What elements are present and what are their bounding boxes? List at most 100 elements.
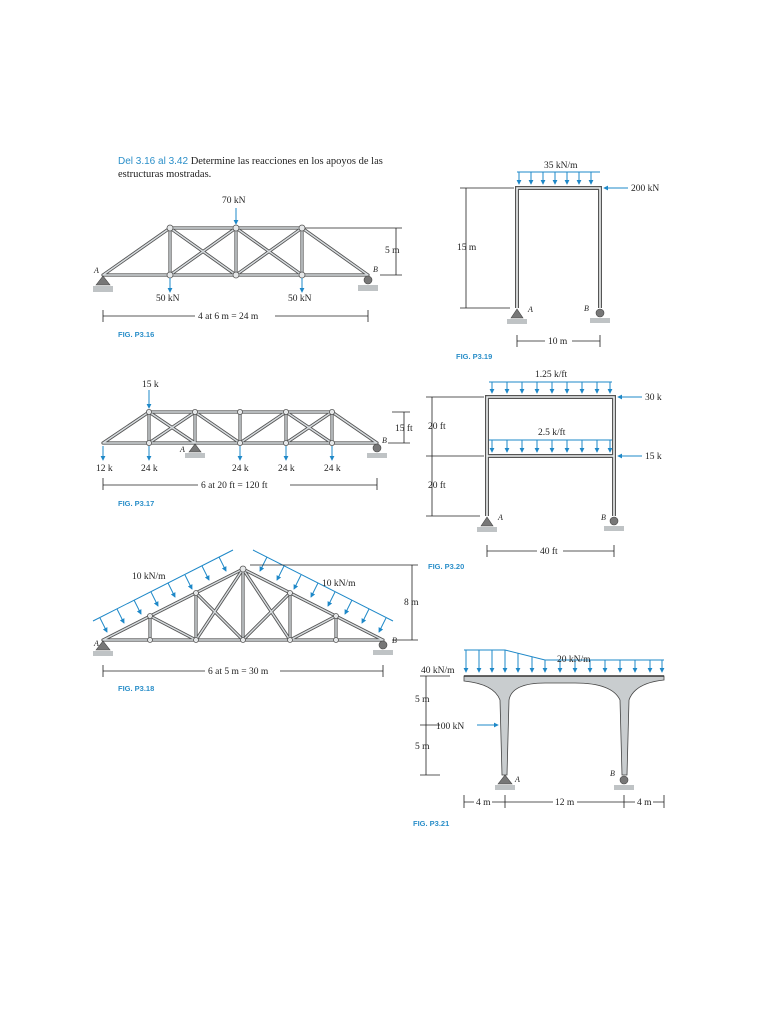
load-17-1: 12 k xyxy=(96,464,113,474)
support-21-a xyxy=(495,774,515,790)
support-19-b xyxy=(590,308,610,323)
figure-p3-17: 15 k 12 k 24 k 24 k 24 k 24 k A B 15 ft … xyxy=(96,380,413,508)
load-20-udl-top: 1.25 k/ft xyxy=(535,369,568,380)
dim-16-height xyxy=(305,227,402,276)
load-21-udl-right: 20 kN/m xyxy=(557,655,591,665)
support-21-b xyxy=(614,775,634,790)
dim-20-heights xyxy=(426,396,484,517)
dim-17-span xyxy=(102,478,378,490)
label-19-a: A xyxy=(527,305,533,314)
load-19-point: 200 kN xyxy=(631,184,659,194)
support-16-a xyxy=(93,275,113,292)
load-17-4: 24 k xyxy=(278,464,295,474)
load-18-right: 10 kN/m xyxy=(322,579,356,589)
distributed-load-19 xyxy=(516,171,600,185)
frame-19 xyxy=(515,186,602,308)
caption-19: FIG. P3.19 xyxy=(456,352,492,361)
problem-statement: Del 3.16 al 3.42 Determine las reaccione… xyxy=(118,155,408,181)
support-18-b xyxy=(373,640,393,655)
load-17-3: 24 k xyxy=(232,464,249,474)
label-17-a: A xyxy=(179,445,185,454)
load-16-top: 70 kN xyxy=(222,196,246,206)
figure-p3-18: 10 kN/m 10 kN/m A B 8 m 6 at 5 m = 30 m … xyxy=(92,549,419,693)
label-21-b: B xyxy=(610,769,615,778)
label-18-a: A xyxy=(93,639,99,648)
label-16-b: B xyxy=(373,265,378,274)
support-17-b xyxy=(367,443,387,458)
figure-p3-20: 1.25 k/ft 2.5 k/ft 30 k 15 k A B 20 ft 2… xyxy=(426,369,662,571)
distributed-load-20-mid xyxy=(489,439,613,453)
dim-17-span-label: 6 at 20 ft = 120 ft xyxy=(201,480,268,491)
dim-16-height-label: 5 m xyxy=(385,246,400,256)
support-17-a xyxy=(185,443,205,458)
support-18-a xyxy=(93,640,113,656)
label-16-a: A xyxy=(93,266,99,275)
problem-text: Determine las reacciones en los apoyos d… xyxy=(118,156,383,180)
support-20-b xyxy=(604,516,624,531)
dim-20-span xyxy=(486,545,615,557)
load-18-left: 10 kN/m xyxy=(132,572,166,582)
caption-17: FIG. P3.17 xyxy=(118,499,154,508)
caption-18: FIG. P3.18 xyxy=(118,684,154,693)
load-20-point-top: 30 k xyxy=(645,393,662,403)
dim-17-height-label: 15 ft xyxy=(395,423,413,434)
truss-17-joints xyxy=(145,408,335,446)
dim-18-span-label: 6 at 5 m = 30 m xyxy=(208,667,269,677)
frame-21 xyxy=(463,675,665,776)
load-16-right: 50 kN xyxy=(288,294,312,304)
truss-18-joints xyxy=(147,565,339,643)
load-19-udl: 35 kN/m xyxy=(544,161,578,171)
dim-19-height xyxy=(460,187,514,309)
dim-21-h2-label: 5 m xyxy=(415,742,430,752)
caption-16: FIG. P3.16 xyxy=(118,330,154,339)
dim-21-s1-label: 4 m xyxy=(476,798,491,808)
support-19-a xyxy=(507,308,527,324)
dim-21-s2-label: 12 m xyxy=(555,798,575,808)
label-19-b: B xyxy=(584,304,589,313)
dim-18-span xyxy=(102,665,384,677)
dim-20-height-top-label: 20 ft xyxy=(428,421,446,432)
dim-16-span xyxy=(102,310,369,322)
load-17-top: 15 k xyxy=(142,380,159,390)
distributed-load-18-left xyxy=(92,549,234,633)
distributed-load-20-top xyxy=(489,381,613,394)
dim-21-h1-label: 5 m xyxy=(415,695,430,705)
load-16-left: 50 kN xyxy=(156,294,180,304)
truss-17-members xyxy=(101,410,379,445)
truss-16-members xyxy=(101,226,370,277)
distributed-load-21 xyxy=(463,649,665,673)
dim-21-s3-label: 4 m xyxy=(637,798,652,808)
dim-19-height-label: 15 m xyxy=(457,243,477,253)
support-20-a xyxy=(477,516,497,532)
load-17-2: 24 k xyxy=(141,464,158,474)
dim-16-span-label: 4 at 6 m = 24 m xyxy=(198,312,259,322)
dim-20-span-label: 40 ft xyxy=(540,546,558,557)
caption-20: FIG. P3.20 xyxy=(428,562,464,571)
caption-21: FIG. P3.21 xyxy=(413,819,449,828)
dim-19-span xyxy=(516,335,601,347)
dim-20-height-bot-label: 20 ft xyxy=(428,480,446,491)
load-21-point: 100 kN xyxy=(436,722,464,732)
figure-p3-19: 35 kN/m 200 kN A B 15 m 10 m FIG. P3.19 xyxy=(456,161,659,361)
dim-21-spans xyxy=(463,795,665,808)
load-21-udl-left: 40 kN/m xyxy=(421,666,455,676)
load-20-point-mid: 15 k xyxy=(645,452,662,462)
label-21-a: A xyxy=(514,775,520,784)
load-17-5: 24 k xyxy=(324,464,341,474)
dim-17-height xyxy=(388,411,410,444)
support-16-b xyxy=(358,275,378,291)
label-17-b: B xyxy=(382,436,387,445)
dim-19-span-label: 10 m xyxy=(548,337,568,347)
distributed-load-18-right xyxy=(252,549,394,633)
load-20-udl-mid: 2.5 k/ft xyxy=(538,427,566,438)
frame-20 xyxy=(485,395,616,516)
figure-p3-16: 70 kN 50 kN 50 kN A B 5 m 4 at 6 m = 24 … xyxy=(93,196,402,339)
dim-18-height-label: 8 m xyxy=(404,598,419,608)
problem-numbers: Del 3.16 al 3.42 xyxy=(118,156,189,167)
dim-21-heights xyxy=(420,675,450,776)
label-18-b: B xyxy=(392,636,397,645)
dim-18-height xyxy=(250,564,418,641)
label-20-a: A xyxy=(497,513,503,522)
